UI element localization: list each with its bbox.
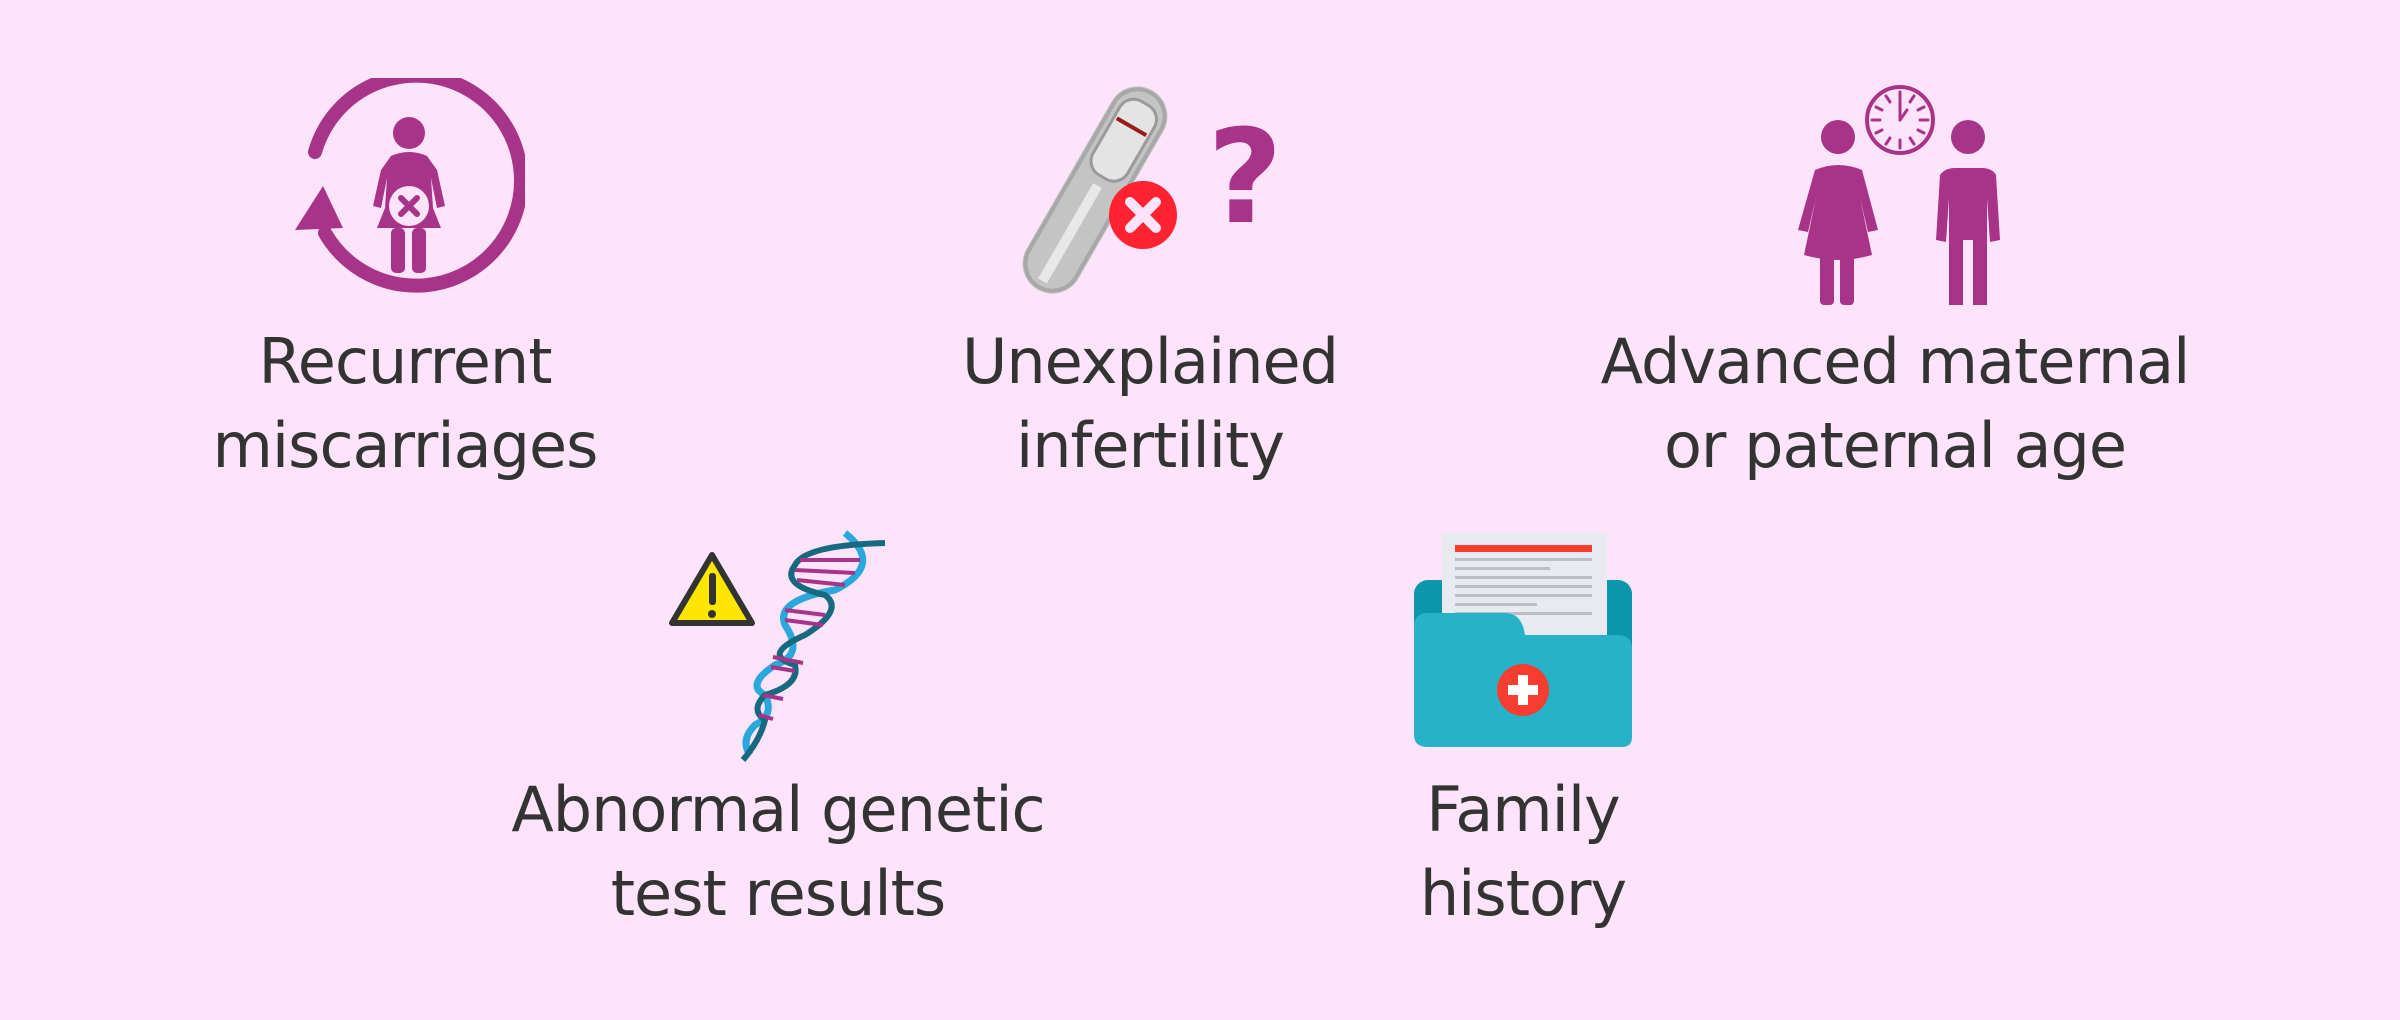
label-line-2: history	[1419, 857, 1627, 930]
label-line-1: Advanced maternal	[1600, 325, 2191, 398]
label-line-2: miscarriages	[212, 409, 599, 482]
woman-cycle-icon	[295, 78, 525, 293]
label-line-1: Recurrent	[258, 325, 552, 398]
label-unexplained-infertility: Unexplained infertility	[950, 320, 1350, 488]
label-recurrent-miscarriages: Recurrent miscarriages	[205, 320, 605, 488]
label-line-2: infertility	[1016, 409, 1285, 482]
couple-clock-icon	[1798, 85, 2000, 305]
label-line-1: Family	[1426, 773, 1621, 846]
label-line-1: Abnormal genetic	[511, 773, 1045, 846]
label-advanced-age: Advanced maternal or paternal age	[1595, 320, 2195, 488]
warning-icon	[669, 552, 755, 626]
label-family-history: Family history	[1323, 768, 1723, 936]
medical-folder-icon	[1414, 533, 1632, 747]
label-line-1: Unexplained	[961, 325, 1339, 398]
label-line-2: test results	[610, 857, 946, 930]
label-line-2: or paternal age	[1663, 409, 2127, 482]
negative-test-icon: ?	[1022, 86, 1280, 294]
dna-helix-icon	[740, 530, 886, 762]
label-abnormal-genetic: Abnormal genetic test results	[478, 768, 1078, 936]
svg-text:?: ?	[1207, 101, 1280, 253]
dna-warning-icon	[669, 530, 886, 762]
